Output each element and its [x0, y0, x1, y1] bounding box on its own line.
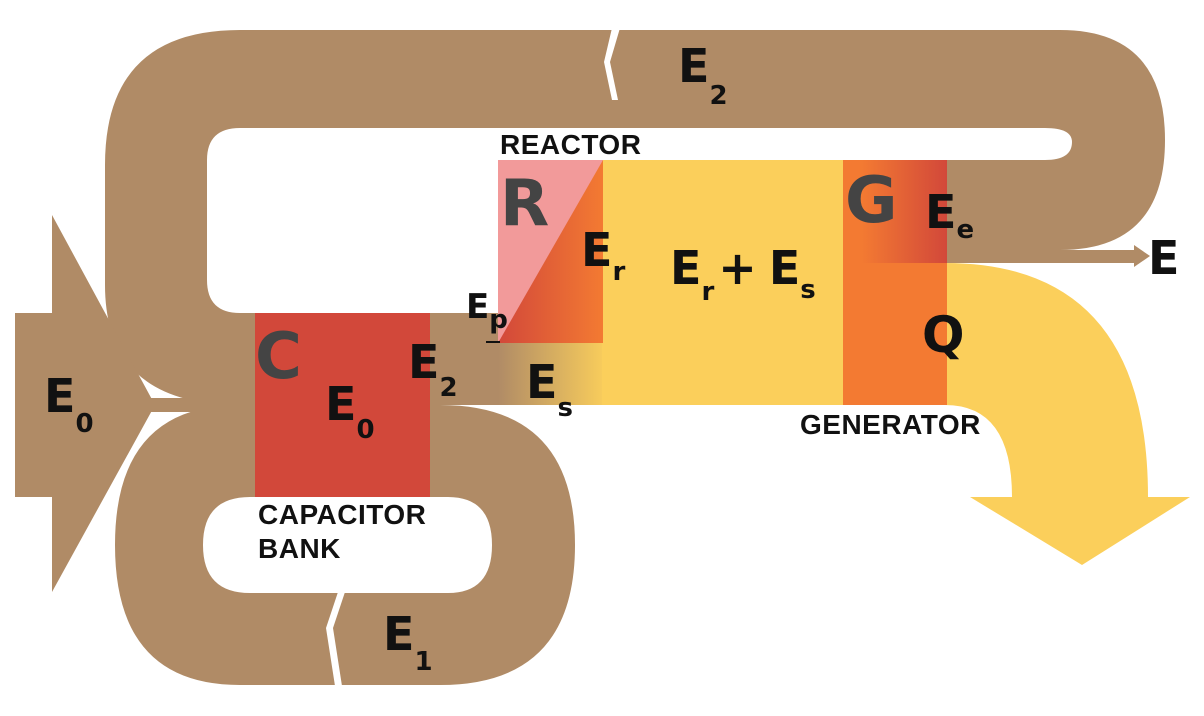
ep-label: Ep: [466, 287, 508, 335]
es-flow: [498, 343, 608, 405]
e1-label: E1: [383, 607, 433, 677]
capacitor-bank-block: [255, 313, 430, 497]
e-output-label: E: [1148, 231, 1179, 285]
e2-top-label: E2: [678, 39, 728, 111]
e0-capacitor-label: E0: [325, 377, 375, 445]
heat-q-label: Q: [922, 306, 965, 364]
e0-input-arrow: [15, 215, 155, 592]
e-output-arrowhead: [1134, 245, 1150, 267]
reactor-er-triangle: [498, 160, 603, 343]
e1-loop: [115, 405, 575, 685]
es-label: Es: [526, 355, 573, 423]
e0-input-label: E0: [44, 369, 94, 439]
e2-break-mark: [604, 28, 620, 100]
capacitor-label-line2: BANK: [258, 533, 341, 564]
e0-arrow-join: [150, 398, 260, 412]
capacitor-label-line1: CAPACITOR: [258, 499, 426, 530]
heat-output-flow: [945, 263, 1190, 565]
reactor-letter: R: [500, 167, 549, 241]
ee-label: Ee: [925, 185, 974, 245]
er-plus-es-label: Er+Es: [670, 241, 816, 307]
merged-energy-block: [602, 160, 845, 405]
generator-label: GENERATOR: [800, 409, 981, 440]
e2-mid-flow: [428, 313, 500, 405]
ep-underline: [486, 341, 500, 343]
e1-break-mark: [326, 592, 345, 686]
reactor-label: REACTOR: [500, 129, 641, 160]
generator-ee-region: [862, 160, 947, 263]
generator-letter: G: [845, 164, 898, 238]
capacitor-letter: C: [255, 320, 302, 394]
er-label: Er: [581, 223, 625, 287]
e2-return-loop: [105, 30, 1165, 405]
e-output-line: [945, 250, 1140, 263]
e2-mid-label: E2: [408, 335, 458, 403]
